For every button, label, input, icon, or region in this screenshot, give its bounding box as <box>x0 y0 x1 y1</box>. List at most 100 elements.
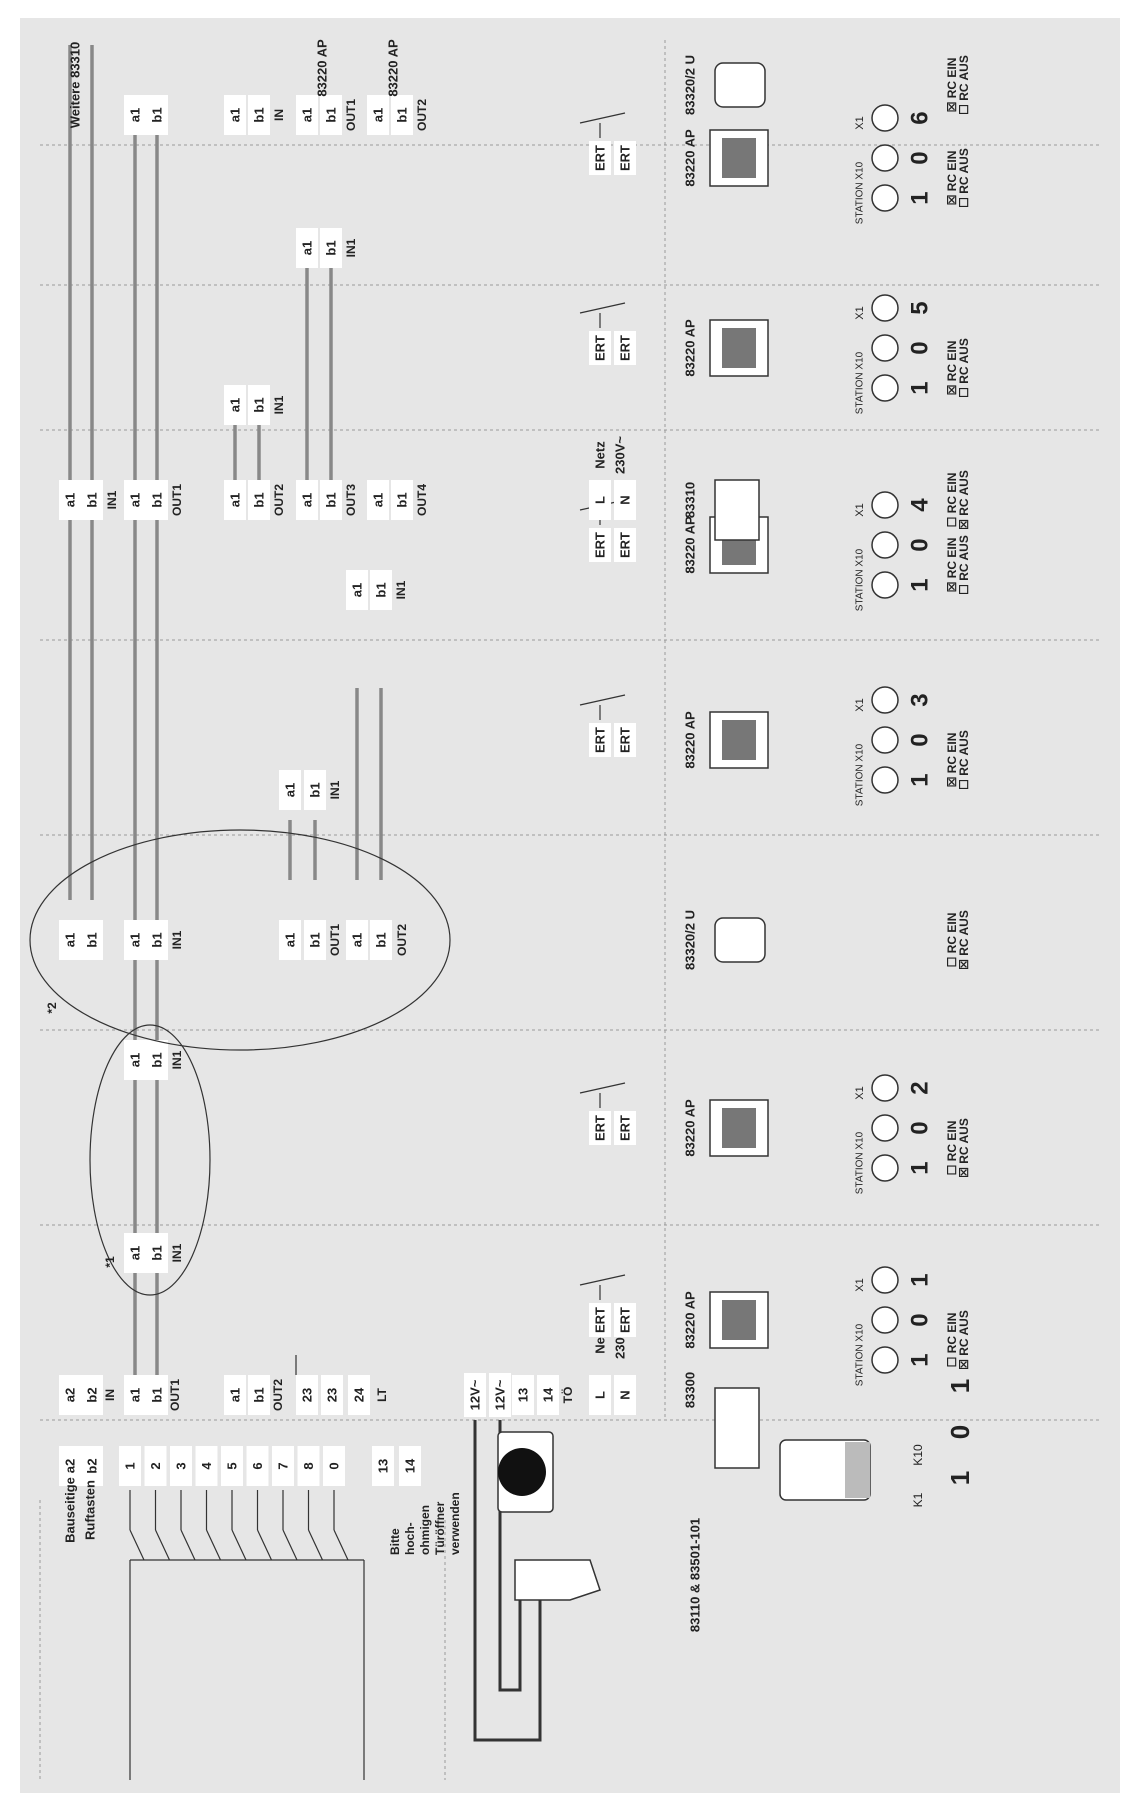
monitor-5-rc-aus: ☐ RC AUS <box>957 338 971 398</box>
monitor-5-a1: a1 <box>228 398 243 412</box>
controller-b2: b2 <box>85 1387 100 1402</box>
switch-in1-a1-box <box>59 480 81 520</box>
distributor-1-in-b1-box <box>146 920 168 960</box>
call-button-terminal-3: 3 <box>174 1462 189 1469</box>
monitor-4-b1-box <box>370 570 392 610</box>
distributor-2-device <box>714 62 766 108</box>
monitor-2-x1-label: X1 <box>854 1086 866 1099</box>
distributor-1-b1-box <box>81 920 103 960</box>
controller-terminal-23-b: 23 <box>325 1388 340 1402</box>
monitor-5-dial-1 <box>871 374 899 402</box>
controller-12v-2-box <box>489 1373 511 1417</box>
distributor-2-b1-box <box>146 95 168 135</box>
monitor-3-screen <box>722 720 756 760</box>
call-button-switch-contact-3 <box>180 1529 196 1561</box>
monitor-6-digit-2: 0 <box>907 151 934 164</box>
switch-out1-label: OUT1 <box>170 484 184 516</box>
monitor-3-digit-2: 0 <box>907 733 934 746</box>
call-button-switch-contact-7 <box>282 1529 298 1561</box>
monitor-5-a1-box <box>224 385 246 425</box>
monitor-5-ert-1: ERT <box>593 335 608 361</box>
monitor-4-ert-1-box <box>589 528 611 562</box>
monitor-1-b1: b1 <box>150 1245 165 1260</box>
monitor-1-digit-2: 0 <box>907 1313 934 1326</box>
distributor-2-out1-b1-box <box>320 95 342 135</box>
switch-netz-label: Netz <box>593 441 608 469</box>
highlight-ellipse-2 <box>29 829 451 1051</box>
bitte-text-line-2: hoch- <box>403 1522 417 1555</box>
call-button-5-box <box>221 1446 243 1486</box>
distributor-2-out1-a1: a1 <box>300 108 315 122</box>
controller-out1-label: OUT1 <box>168 1379 182 1411</box>
monitor-3-dial-3 <box>871 686 899 714</box>
switch-terminal-N: N <box>618 495 633 504</box>
monitor-3-digit-3: 3 <box>907 693 934 706</box>
controller-b1: b1 <box>150 1387 165 1402</box>
monitor-6-rc-aus: ☐ RC AUS <box>957 148 971 208</box>
monitor-1-rc-aus: ☒ RC AUS <box>957 1310 971 1370</box>
distributor-1-device <box>714 917 766 963</box>
monitor-5-digit-2: 0 <box>907 341 934 354</box>
switch-out1-a1: a1 <box>128 493 143 507</box>
distributor-2-out2-a1-box <box>367 95 389 135</box>
monitor-2-dial-1 <box>871 1154 899 1182</box>
switch-out4-a1-box <box>367 480 389 520</box>
distributor-1-out2-label: OUT2 <box>395 924 409 956</box>
monitor-6-b1-box <box>320 228 342 268</box>
monitor-2-ert-1-box <box>589 1111 611 1145</box>
controller-terminal-N: N <box>618 1390 633 1399</box>
controller-out2-label: OUT2 <box>271 1379 285 1411</box>
call-button-1-box <box>119 1446 141 1486</box>
controller-out2-a1-box <box>224 1375 246 1415</box>
call-button-terminal-8: 8 <box>301 1462 316 1469</box>
controller-lt-label: LT <box>375 1387 389 1401</box>
monitor-3-rc-ein: ☒ RC EIN <box>945 733 959 788</box>
monitor-5-digit-3: 5 <box>907 301 934 314</box>
controller-12v-2: 12V~ <box>493 1379 508 1410</box>
controller-b1-box <box>146 1375 168 1415</box>
monitor-4-name: 83220 AP <box>683 516 698 574</box>
monitor-5-ert-switch <box>579 302 626 314</box>
switch-out2-b1: b1 <box>252 492 267 507</box>
door-terminal-a2: a2 <box>63 1459 78 1473</box>
bauseitige-label: Bauseitige <box>63 1477 78 1543</box>
monitor-3-ert-1: ERT <box>593 727 608 753</box>
monitor-4-x1-label: X1 <box>854 503 866 516</box>
monitor-1-x1-label: X1 <box>854 1278 866 1291</box>
monitor-4-rc-aus: ☐ RC AUS <box>957 535 971 595</box>
monitor-1-ert-1-box <box>589 1303 611 1337</box>
switch-out1-a1-box <box>124 480 146 520</box>
door-station-digit-3: 1 <box>945 1379 975 1393</box>
switch-out1-b1: b1 <box>150 492 165 507</box>
monitor-2-dial-3 <box>871 1074 899 1102</box>
door-station-k1-label: K1 <box>911 1492 925 1507</box>
monitor-5-rc-ein: ☒ RC EIN <box>945 341 959 396</box>
distributor-2-name: 83320/2 U <box>683 55 698 115</box>
monitor-6-dial-3 <box>871 104 899 132</box>
controller-terminal-13-box <box>512 1375 534 1415</box>
monitor-4-ert-2: ERT <box>618 532 633 558</box>
distributor-2-out2-b1-box <box>391 95 413 135</box>
ruftasten-label: Ruftasten <box>83 1480 98 1540</box>
distributor-1-out2-a1: a1 <box>350 933 365 947</box>
distributor-2-out2-a1: a1 <box>371 108 386 122</box>
monitor-5-station-label: STATION X10 <box>855 351 866 414</box>
door-station-digit-2: 0 <box>945 1425 975 1439</box>
monitor-4-ert-1: ERT <box>593 532 608 558</box>
monitor-4-a1: a1 <box>350 583 365 597</box>
monitor-2-rc-aus: ☒ RC AUS <box>957 1118 971 1178</box>
monitor-2-ert-2-box <box>614 1111 636 1145</box>
monitor-5-dial-2 <box>871 334 899 362</box>
distributor-1-out2-a1-box <box>346 920 368 960</box>
distributor-2-out1-a1-box <box>296 95 318 135</box>
monitor-6-ert-switch <box>579 112 626 124</box>
bauseitige-b2-box <box>81 1446 103 1486</box>
monitor-1-dial-1 <box>871 1346 899 1374</box>
monitor-6-a1-box <box>296 228 318 268</box>
monitor-6-in1-label: IN1 <box>344 238 358 257</box>
monitor-3-in1-label: IN1 <box>328 780 342 799</box>
switch-out2-a1: a1 <box>228 493 243 507</box>
switch-out4-b1: b1 <box>395 492 410 507</box>
distributor-2-out2-label: OUT2 <box>415 99 429 131</box>
